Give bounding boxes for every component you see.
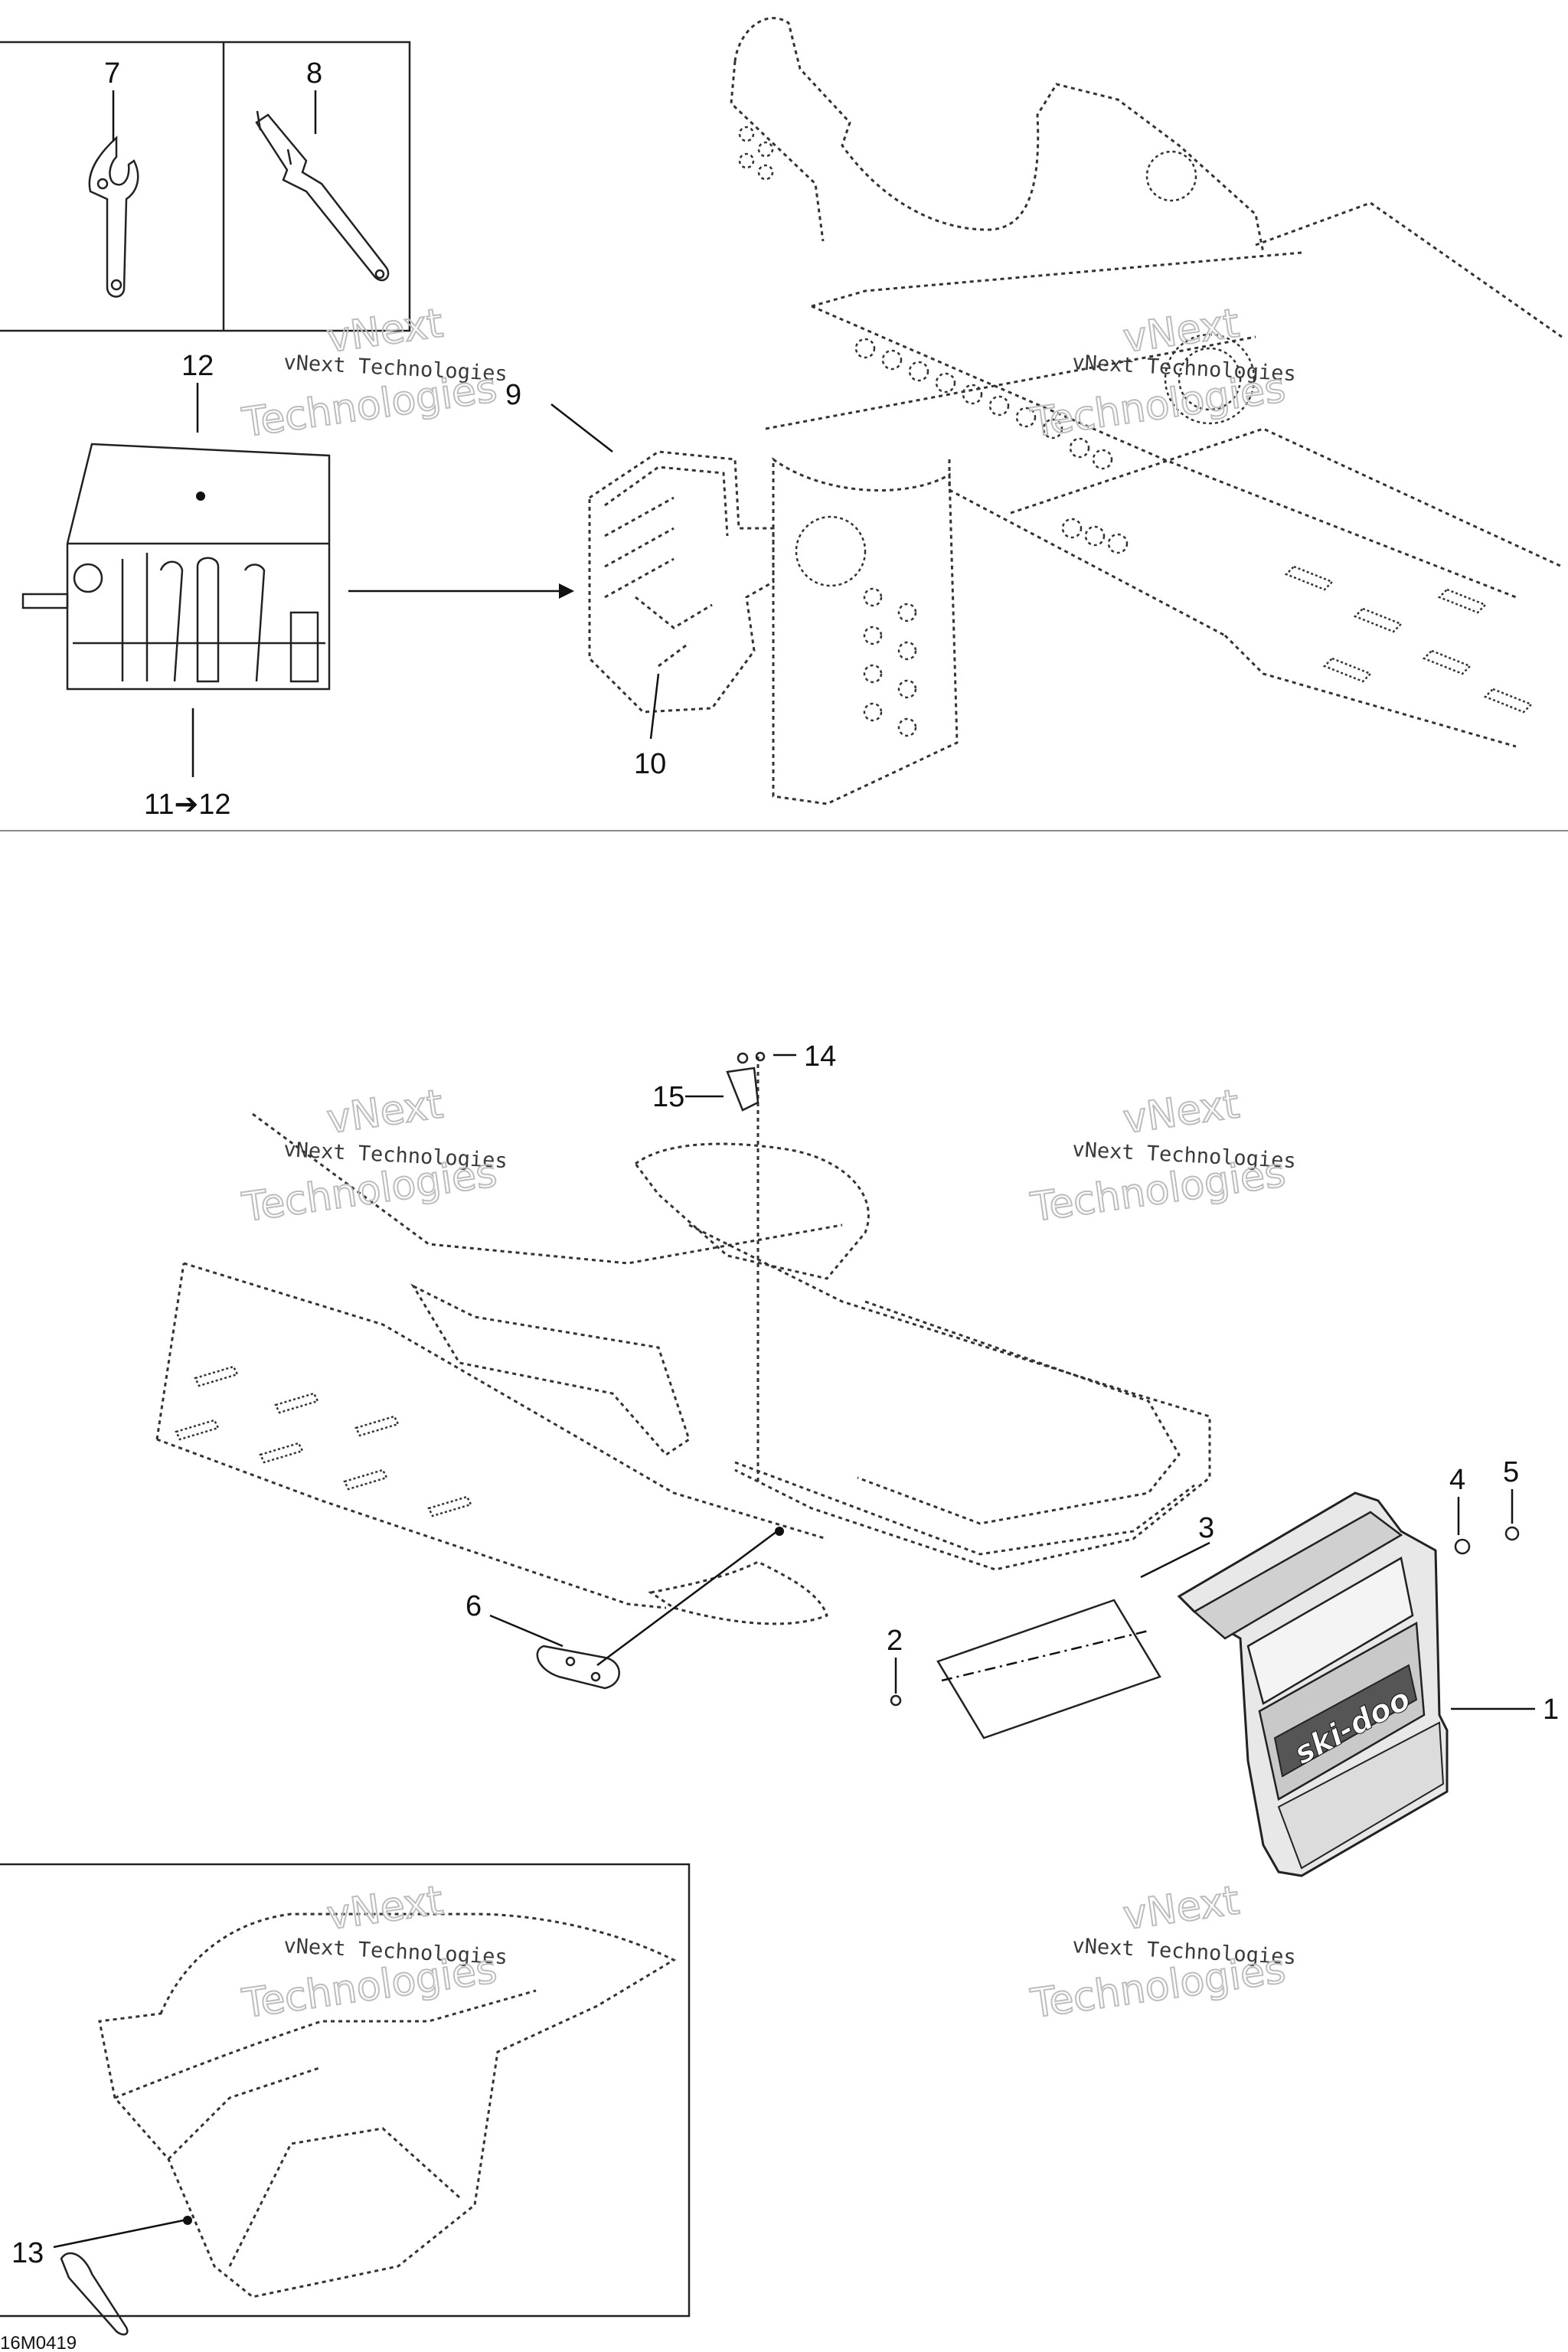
spanner-wrench-tool <box>88 136 139 298</box>
callout-12: 12 <box>181 350 214 382</box>
callout-11-12: 11➔12 <box>144 789 231 821</box>
bracket-and-nut <box>726 1051 766 1112</box>
callout-8: 8 <box>306 57 322 90</box>
callout-2: 2 <box>887 1625 903 1657</box>
rear-flap: ski-doo <box>1177 1491 1449 1877</box>
cap <box>1504 1526 1520 1541</box>
washer <box>1454 1538 1471 1555</box>
svg-text:vNext: vNext <box>1120 1877 1242 1939</box>
chassis-frame-top <box>730 17 1563 805</box>
tool-box-carrier <box>588 450 775 714</box>
document-id: 16M0419 <box>0 2333 77 2352</box>
tool-kit <box>21 443 331 691</box>
reflector-plate <box>536 1645 620 1690</box>
watermark-bottom-left: vNext vNext Technologies Technologies <box>238 1877 508 2028</box>
callout-10: 10 <box>634 748 666 780</box>
callout-1: 1 <box>1543 1694 1559 1726</box>
watermark-bottom-right: vNext vNext Technologies Technologies <box>1027 1877 1296 2028</box>
callout-15: 15 <box>652 1081 684 1113</box>
slot-row <box>175 1365 472 1517</box>
frame-hole-pattern-left <box>738 126 1129 737</box>
pin-wrench-tool <box>255 110 390 282</box>
callout-3: 3 <box>1198 1512 1214 1544</box>
frame-slot-pattern-right <box>1284 565 1534 714</box>
callout-5: 5 <box>1503 1456 1519 1488</box>
callout-7: 7 <box>104 57 120 90</box>
callout-6: 6 <box>466 1590 482 1622</box>
license-plate <box>936 1599 1161 1740</box>
watermark-top-left: vNext vNext Technologies Technologies <box>238 299 508 447</box>
callout-13: 13 <box>11 2237 44 2269</box>
rear-frame-bottom <box>155 1057 1211 1625</box>
inset-box-13 <box>0 1863 691 2336</box>
tools-inset <box>0 41 411 332</box>
svg-text:vNext: vNext <box>324 1081 446 1143</box>
arrowhead <box>559 583 574 599</box>
svg-text:vNext: vNext <box>1120 1081 1242 1143</box>
callout-9: 9 <box>505 379 521 411</box>
watermark-middle-left: vNext vNext Technologies Technologies <box>238 1080 508 1232</box>
svg-text:vNext: vNext <box>324 300 446 362</box>
watermark-top-right: vNext vNext Technologies Technologies <box>1027 299 1296 447</box>
watermark-middle-right: vNext vNext Technologies Technologies <box>1027 1080 1296 1232</box>
svg-text:vNext: vNext <box>324 1877 446 1939</box>
nut <box>890 1694 902 1707</box>
callout-14: 14 <box>804 1040 836 1073</box>
callout-4: 4 <box>1449 1464 1465 1496</box>
